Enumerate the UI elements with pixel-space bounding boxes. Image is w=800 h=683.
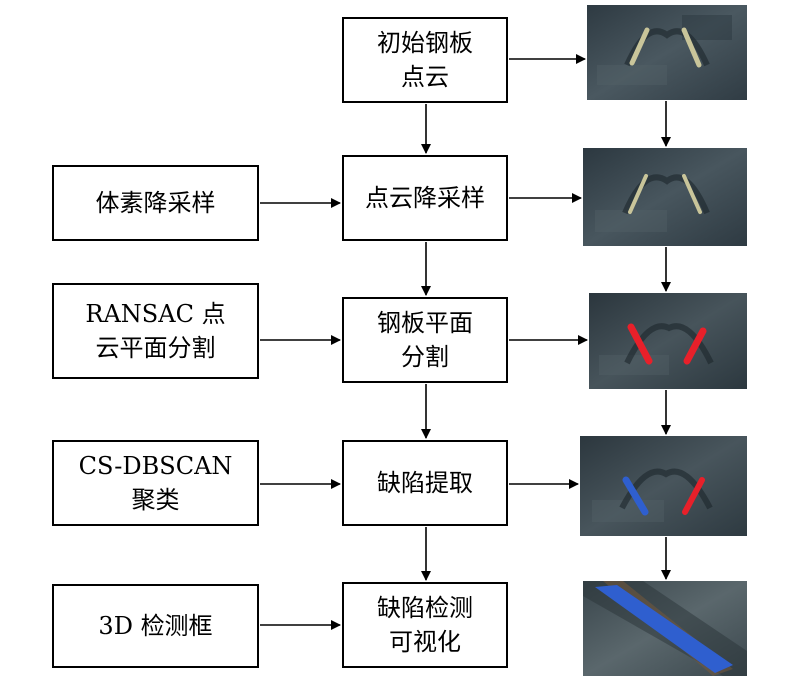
method-voxel-downsampling: 体素降采样 xyxy=(52,165,259,241)
step-point-cloud-downsampling: 点云降采样 xyxy=(342,155,508,241)
weld-seam-right xyxy=(682,174,702,214)
method-cs-dbscan-clustering: CS-DBSCAN 聚类 xyxy=(52,440,259,526)
method-ransac-segmentation: RANSAC 点 云平面分割 xyxy=(52,283,259,379)
result-image-raw xyxy=(587,5,747,100)
defect-right-red xyxy=(683,327,707,365)
result-image-clustered xyxy=(580,436,747,536)
step-defect-extraction: 缺陷提取 xyxy=(342,440,508,526)
defect-left-red xyxy=(627,323,653,365)
defect-left-blue xyxy=(622,476,649,516)
weld-seam-right xyxy=(681,27,702,68)
step-plate-plane-segmentation: 钢板平面 分割 xyxy=(342,297,508,383)
result-image-downsampled xyxy=(583,148,747,246)
method-3d-bounding-box: 3D 检测框 xyxy=(52,584,259,668)
defect-closeup-blue xyxy=(595,585,733,673)
step-initial-point-cloud: 初始钢板 点云 xyxy=(342,17,508,103)
result-image-closeup xyxy=(583,581,747,676)
weld-seam-left xyxy=(629,27,650,66)
defect-right-red xyxy=(682,477,705,515)
weld-seam-left xyxy=(628,174,648,214)
result-image-plane-segmented xyxy=(589,293,747,389)
step-defect-visualization: 缺陷检测 可视化 xyxy=(342,582,508,668)
